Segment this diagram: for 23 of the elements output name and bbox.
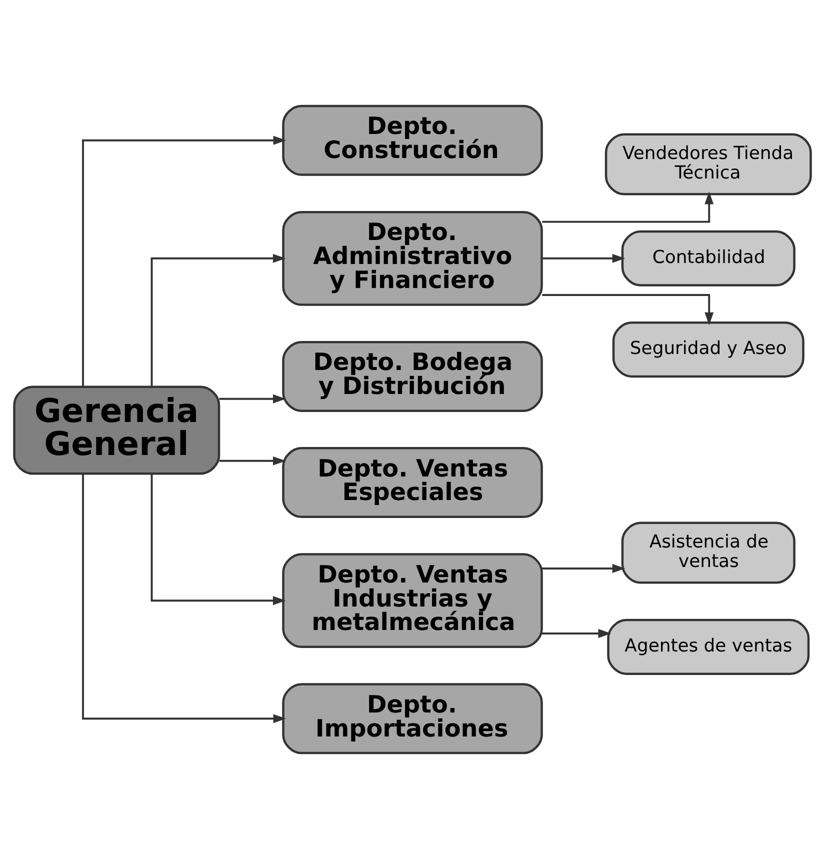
- node-box: Gerencia General: [13, 386, 220, 475]
- node-box: Seguridad y Aseo: [612, 322, 804, 378]
- node-box: Depto. Administrativo y Financiero: [282, 210, 543, 306]
- node-box: Depto. Importaciones: [282, 683, 543, 754]
- node-box: Depto. Bodega y Distribución: [282, 340, 543, 412]
- node-box: Depto. Ventas Especiales: [282, 447, 543, 518]
- arrow: [542, 628, 612, 638]
- arrow: [542, 254, 626, 263]
- arrow: [82, 136, 286, 387]
- arrow: [150, 474, 286, 606]
- arrow: [542, 294, 714, 326]
- node-box: Agentes de ventas: [607, 618, 810, 675]
- node-box: Vendedores Tienda Técnica: [604, 133, 812, 196]
- arrow: [150, 254, 286, 387]
- arrow: [82, 474, 286, 724]
- node-box: Asistencia de ventas: [621, 522, 796, 584]
- arrow: [542, 191, 714, 223]
- node-box: Depto. Ventas Industrias y metalmecánica: [282, 553, 543, 648]
- arrow: [219, 456, 286, 466]
- arrow: [542, 564, 626, 573]
- arrow: [219, 394, 286, 404]
- node-box: Depto. Construcción: [282, 104, 543, 176]
- node-box: Contabilidad: [621, 230, 796, 286]
